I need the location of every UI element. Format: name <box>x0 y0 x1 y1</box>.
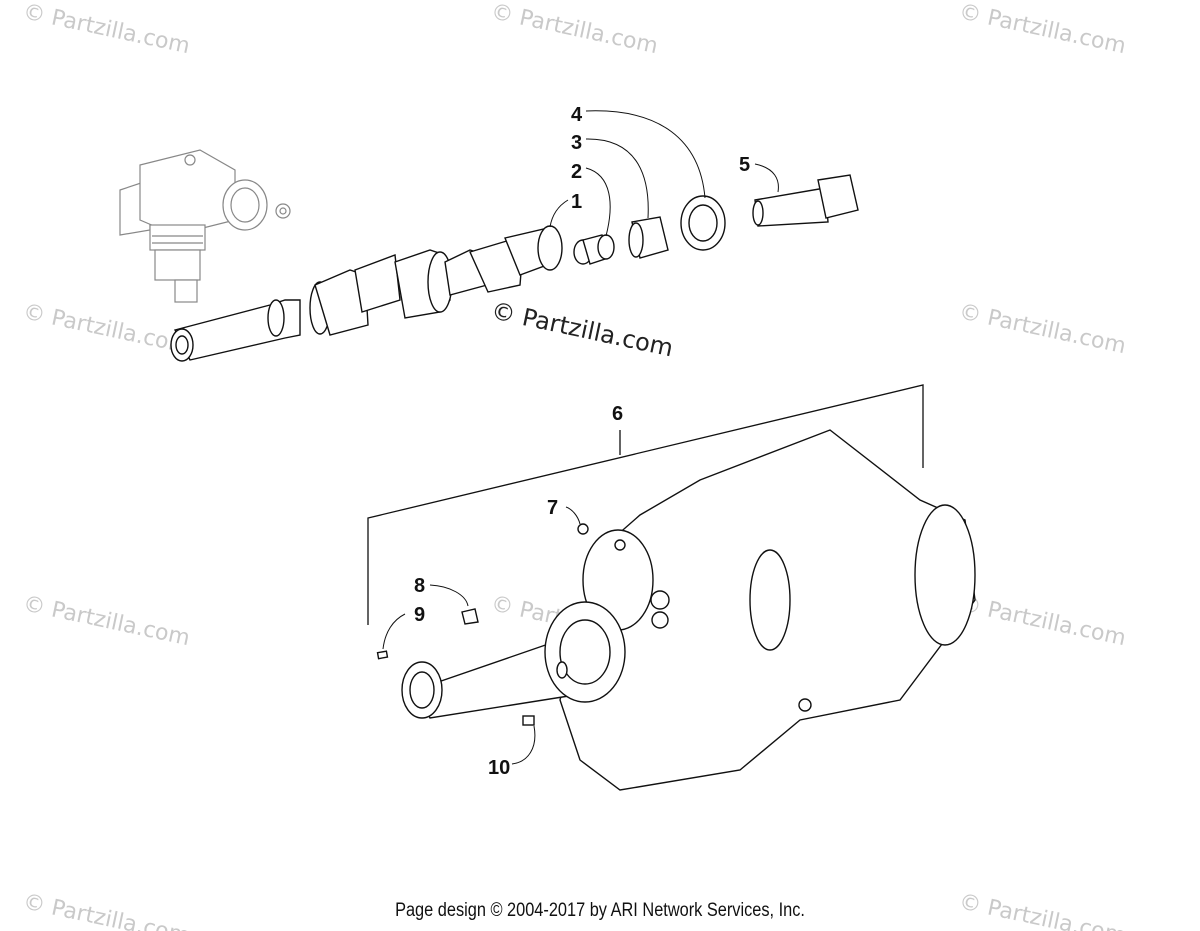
assembly-bracket <box>367 384 924 625</box>
watermark-center: © Partzilla.com <box>489 296 676 362</box>
watermark-mid-left: © Partzilla.com <box>21 299 192 359</box>
callout-6: 6 <box>612 403 623 425</box>
watermark-top-right: © Partzilla.com <box>957 0 1128 59</box>
watermark-top-center: © Partzilla.com <box>489 0 660 59</box>
callout-5: 5 <box>739 154 750 176</box>
camshaft-small-parts <box>573 174 859 265</box>
watermark-top-left: © Partzilla.com <box>21 0 192 59</box>
crankshaft-illustration <box>376 429 976 791</box>
callout-9: 9 <box>414 604 425 626</box>
leader-lines <box>382 110 779 765</box>
oil-pump-illustration <box>119 149 291 303</box>
callout-3: 3 <box>571 132 582 154</box>
callout-2: 2 <box>571 161 582 183</box>
callout-8: 8 <box>414 575 425 597</box>
callout-10: 10 <box>488 757 510 779</box>
callout-1: 1 <box>571 191 582 213</box>
callout-7: 7 <box>547 497 558 519</box>
callout-4: 4 <box>571 104 583 126</box>
watermark-low-right: © Partzilla.com <box>957 591 1128 651</box>
camshaft-illustration <box>170 225 563 362</box>
watermark-low-left: © Partzilla.com <box>21 591 192 651</box>
watermark-mid-right: © Partzilla.com <box>957 299 1128 359</box>
callout-labels: 1 2 3 4 5 6 7 8 9 10 <box>414 104 750 779</box>
footer-copyright: Page design © 2004-2017 by ARI Network S… <box>395 900 805 921</box>
